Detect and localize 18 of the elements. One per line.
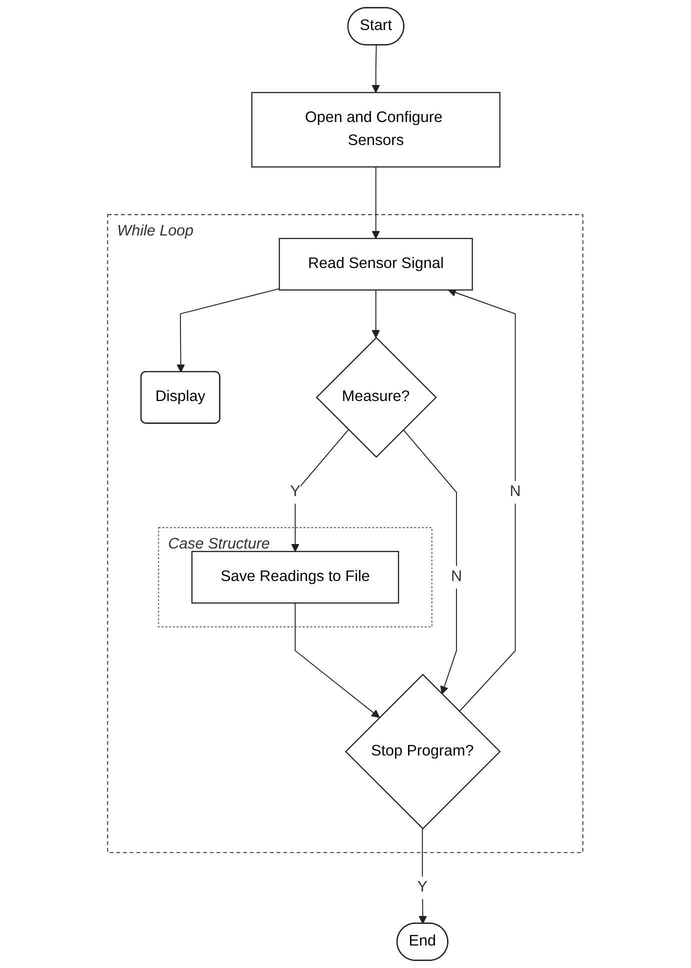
- arrow: [295, 602, 380, 718]
- edge-label: N: [510, 484, 522, 500]
- edge-label: N: [451, 568, 462, 585]
- arrow: [372, 166, 380, 239]
- node-diamond: Measure?: [316, 336, 438, 458]
- node-diamond: Stop Program?: [345, 674, 502, 830]
- arrow: [418, 828, 428, 924]
- arrow: [291, 429, 350, 552]
- node-box: Save Readings to File: [192, 550, 400, 604]
- arrow: [448, 288, 516, 712]
- arrow: [372, 44, 380, 93]
- arrow: [403, 429, 458, 694]
- node-box: Read Sensor Signal: [279, 238, 474, 291]
- edge-label: Y: [418, 879, 428, 896]
- arrow: [176, 288, 280, 372]
- edge-label: Y: [290, 484, 301, 500]
- arrow: [372, 290, 380, 338]
- node-box: Open and Configure Sensors: [252, 92, 501, 168]
